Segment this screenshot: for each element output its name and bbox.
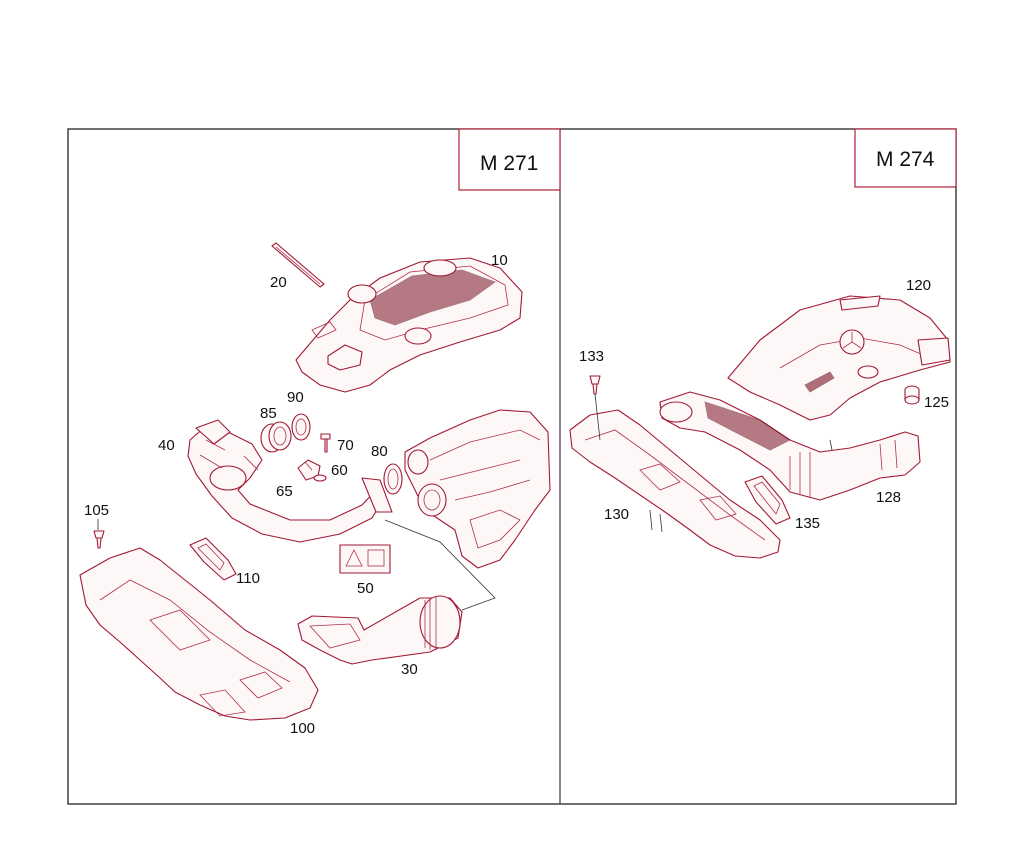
- label-part-130: 130: [604, 506, 629, 523]
- label-part-30: 30: [401, 661, 418, 678]
- label-part-65: 65: [276, 483, 293, 500]
- label-part-85: 85: [260, 405, 277, 422]
- part-128-intake-duct[interactable]: [659, 391, 921, 501]
- part-65-o-ring[interactable]: [313, 474, 327, 482]
- label-part-100: 100: [290, 720, 315, 737]
- part-40-intake-duct[interactable]: [187, 419, 393, 543]
- part-30-filter-element[interactable]: [297, 595, 463, 665]
- part-133-clip[interactable]: [589, 375, 601, 395]
- part-60-sensor[interactable]: [297, 459, 321, 481]
- label-part-133: 133: [579, 348, 604, 365]
- part-130-air-guide[interactable]: [569, 409, 781, 559]
- part-135-gasket[interactable]: [744, 475, 791, 525]
- label-part-10: 10: [491, 252, 508, 269]
- label-part-50: 50: [357, 580, 374, 597]
- label-part-120: 120: [906, 277, 931, 294]
- engine-tag-m274: M 274: [854, 128, 957, 188]
- part-50-warning-label[interactable]: [339, 544, 391, 574]
- label-part-135: 135: [795, 515, 820, 532]
- label-part-110: 110: [236, 570, 260, 587]
- part-120-engine-cover[interactable]: [727, 295, 951, 421]
- part-80-ring[interactable]: [383, 463, 403, 495]
- label-part-20: 20: [270, 274, 287, 291]
- label-part-125: 125: [924, 394, 949, 411]
- part-100-air-guide[interactable]: [79, 547, 319, 721]
- svg-text:M 274: M 274: [876, 148, 935, 171]
- label-part-105: 105: [84, 502, 109, 519]
- part-20-seal-strip[interactable]: [271, 242, 325, 288]
- part-70-screw[interactable]: [320, 433, 331, 453]
- leader-lines-left: [97, 519, 496, 611]
- label-part-60: 60: [331, 462, 348, 479]
- label-part-90: 90: [287, 389, 304, 406]
- svg-text:M 271: M 271: [480, 152, 538, 175]
- part-105-clip[interactable]: [93, 530, 105, 549]
- engine-tag-m271: M 271: [458, 128, 561, 191]
- label-part-128: 128: [876, 489, 901, 506]
- label-part-70: 70: [337, 437, 354, 454]
- label-part-80: 80: [371, 443, 388, 460]
- part-125-cap[interactable]: [904, 385, 920, 405]
- leader-line-133: [594, 393, 601, 441]
- label-part-40: 40: [158, 437, 175, 454]
- part-10-engine-cover[interactable]: [295, 257, 523, 393]
- part-110-gasket[interactable]: [189, 537, 237, 581]
- air-filter-housing[interactable]: [404, 409, 551, 569]
- part-85-clamp[interactable]: [260, 421, 292, 453]
- part-90-seal-ring[interactable]: [291, 413, 311, 441]
